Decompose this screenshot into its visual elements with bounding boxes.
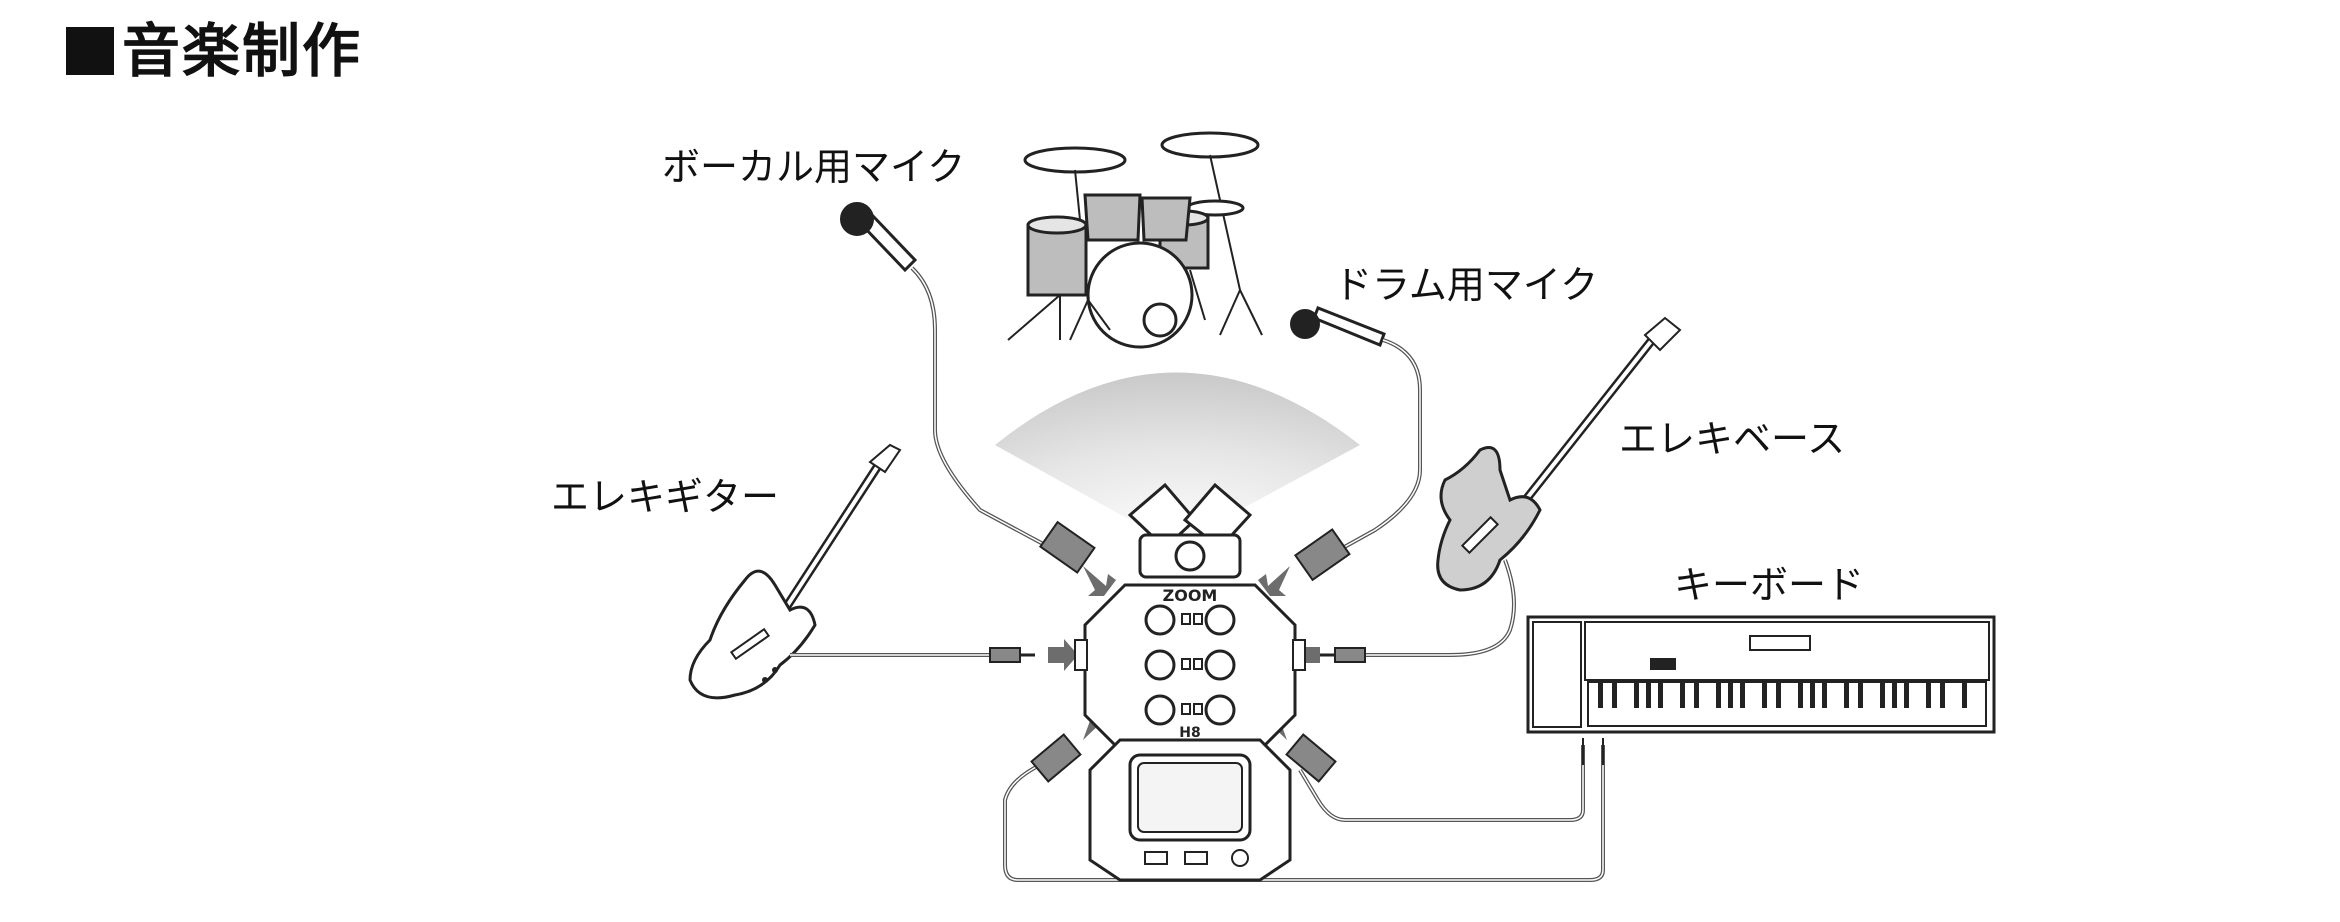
electric-bass-icon — [1320, 316, 1682, 663]
drum-mic-label: ドラム用マイク — [1334, 263, 1599, 307]
vocal-input-arrow — [1083, 566, 1116, 596]
electric-bass-label: エレキベース — [1619, 417, 1846, 461]
device-model: H8 — [1179, 725, 1200, 741]
pickup-pattern-cone — [995, 372, 1360, 545]
electric-guitar-label: エレキギター — [551, 475, 780, 519]
vocal-mic-icon — [840, 202, 1096, 574]
recorder-device-icon — [1074, 482, 1306, 882]
page-title-text: 音楽制作 — [122, 17, 363, 85]
title-square-icon — [66, 27, 114, 75]
keyboard-icon — [1003, 615, 1996, 882]
device-brand: ZOOM — [1163, 586, 1218, 605]
input-knobs — [1144, 604, 1236, 726]
guitar-input-arrow — [1048, 639, 1078, 671]
drum-input-arrow — [1258, 566, 1290, 596]
page-title: 音楽制作 — [66, 22, 362, 80]
electric-guitar-icon — [688, 443, 1035, 700]
keyboard-plug-right — [1285, 733, 1337, 783]
drum-mic-icon — [1290, 306, 1422, 582]
keyboard-label: キーボード — [1674, 563, 1865, 607]
drum-kit-icon — [1007, 131, 1263, 349]
vocal-mic-label: ボーカル用マイク — [662, 145, 966, 189]
keyboard-black-keys — [1598, 682, 1967, 708]
keyboard-plug-left — [1030, 733, 1082, 783]
